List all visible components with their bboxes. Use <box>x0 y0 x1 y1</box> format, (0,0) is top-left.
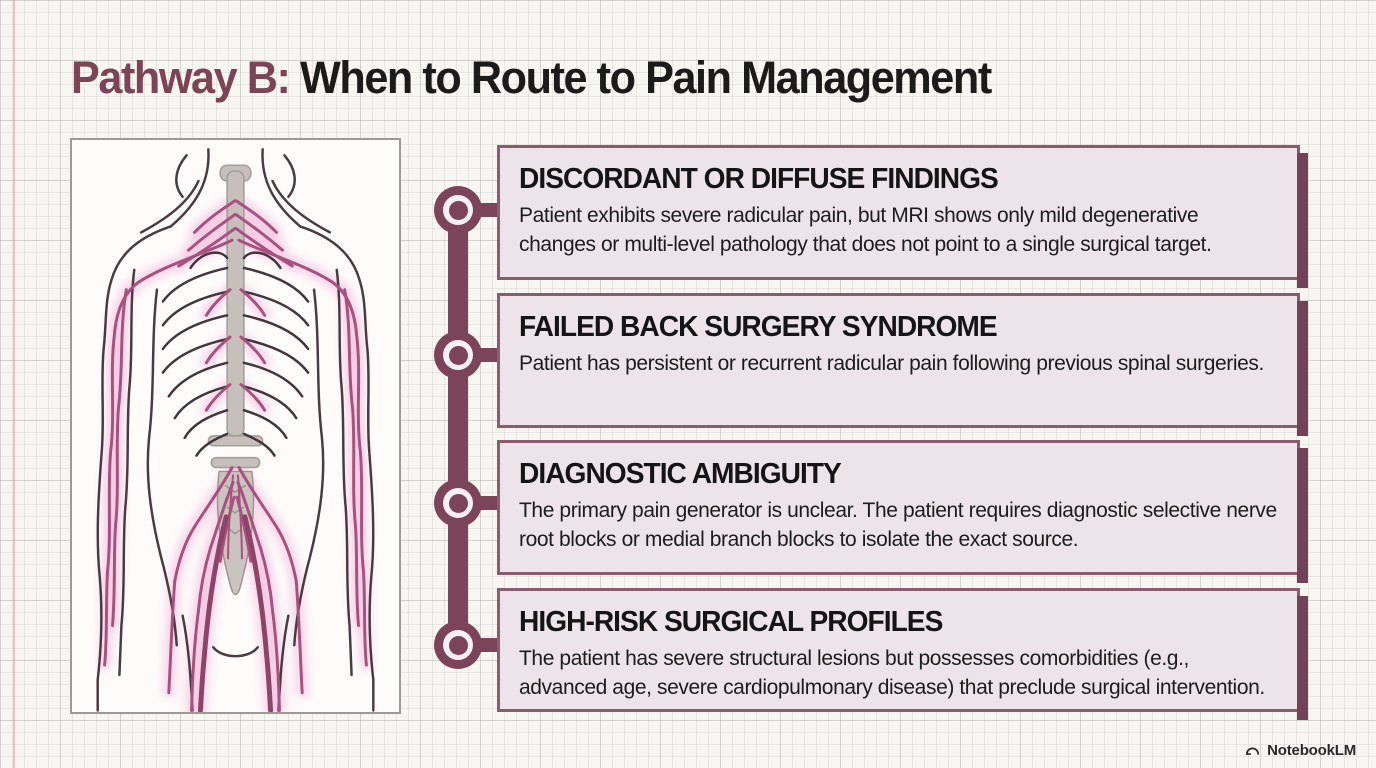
timeline-node-ring <box>443 630 473 660</box>
step-heading: DISCORDANT OR DIFFUSE FINDINGS <box>519 163 999 195</box>
timeline-node-core <box>448 493 468 513</box>
step-body: The patient has severe structural lesion… <box>519 647 1265 699</box>
step-heading: FAILED BACK SURGERY SYNDROME <box>519 311 998 343</box>
step-card-discordant-findings: DISCORDANT OR DIFFUSE FINDINGS Patient e… <box>497 145 1308 288</box>
step-body: Patient has persistent or recurrent radi… <box>519 352 1264 375</box>
step-heading: HIGH-RISK SURGICAL PROFILES <box>519 606 943 638</box>
timeline-node-ring <box>443 488 473 518</box>
timeline-node-4 <box>434 621 482 669</box>
timeline-node-3 <box>434 479 482 527</box>
step-heading: DIAGNOSTIC AMBIGUITY <box>519 458 842 490</box>
timeline-node-ring <box>443 340 473 370</box>
step-body: The primary pain generator is unclear. T… <box>519 499 1277 551</box>
step-card-failed-back-surgery: FAILED BACK SURGERY SYNDROME Patient has… <box>497 293 1308 436</box>
page-title-accent: Pathway B: <box>71 52 291 103</box>
step-card-high-risk-profiles: HIGH-RISK SURGICAL PROFILES The patient … <box>497 588 1308 720</box>
notebooklm-watermark: NotebookLM <box>1244 742 1356 759</box>
step-card-diagnostic-ambiguity: DIAGNOSTIC AMBIGUITY The primary pain ge… <box>497 440 1308 583</box>
timeline-node-1 <box>434 186 482 234</box>
anatomy-panel <box>70 138 401 714</box>
notebooklm-logo-icon <box>1246 747 1260 755</box>
timeline-node-core <box>448 200 468 220</box>
page-title-main: When to Route to Pain Management <box>300 52 992 103</box>
timeline-line <box>448 210 468 645</box>
watermark-label: NotebookLM <box>1267 742 1356 759</box>
timeline-node-2 <box>434 331 482 379</box>
notebook-margin-line <box>13 0 15 768</box>
step-body: Patient exhibits severe radicular pain, … <box>519 204 1212 256</box>
timeline-node-core <box>448 635 468 655</box>
page-title: Pathway B: When to Route to Pain Managem… <box>71 52 992 104</box>
anatomy-back-nerves-illustration <box>96 148 375 712</box>
timeline-node-core <box>448 345 468 365</box>
timeline-node-ring <box>443 195 473 225</box>
